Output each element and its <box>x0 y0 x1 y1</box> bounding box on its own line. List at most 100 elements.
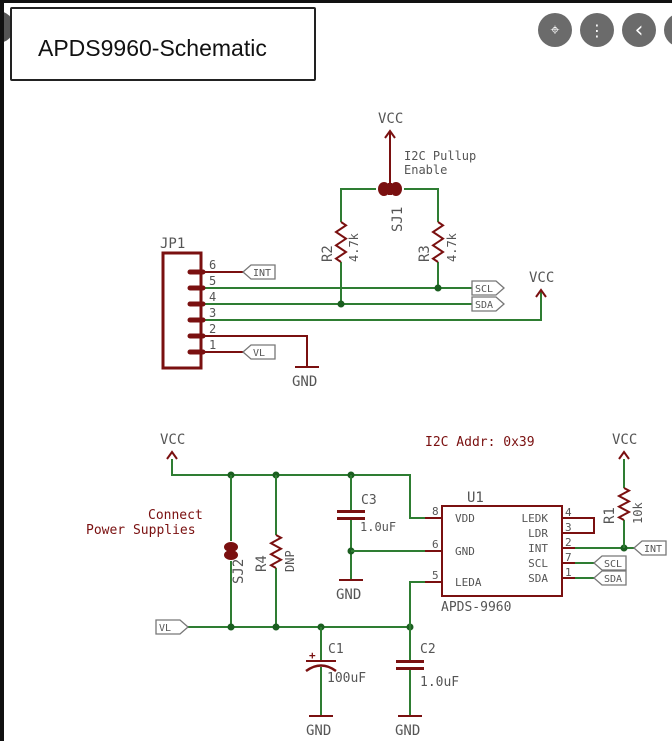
scl-tag-jp1 <box>471 280 505 296</box>
gnd-label-c3: GND <box>336 587 361 603</box>
c1-plus: + <box>309 649 316 662</box>
scl-tag-u1-text: SCL <box>604 559 622 570</box>
junction-dot <box>337 300 345 308</box>
lens-icon: ⌖ <box>550 20 560 39</box>
jp1-pin-number: 2 <box>209 322 216 336</box>
jp1-pin-number: 6 <box>209 258 216 272</box>
gnd-label-jp1: GND <box>292 374 317 390</box>
u1-pin-number: 2 <box>565 536 572 549</box>
ledk-ldr-loop <box>575 517 595 534</box>
u1-pin-number: 8 <box>432 505 439 518</box>
sj1-jumper-bridge <box>388 183 392 195</box>
vl-tag-jp1-text: VL <box>253 348 265 359</box>
chevron-left-icon: ‹ <box>634 17 644 43</box>
u1-pin-label: SDA <box>528 572 548 585</box>
vcc-label-jp1: VCC <box>529 270 554 286</box>
sj1-jumper-right <box>390 182 402 196</box>
r3-name: R3 <box>417 245 433 262</box>
r3-resistor <box>431 221 445 263</box>
gnd-label-c2: GND <box>395 723 420 739</box>
pullup-note-2: Enable <box>404 163 447 177</box>
int-tag-u1-text: INT <box>644 544 662 555</box>
sj2-label: SJ2 <box>231 559 247 584</box>
more-vert-icon: ⋮ <box>589 20 605 40</box>
components <box>155 129 667 717</box>
i2c-address-note: I2C Addr: 0x39 <box>425 435 535 450</box>
c1-value: 100uF <box>327 671 366 686</box>
u1-pin-label: LEDK <box>522 512 549 525</box>
jp1-pin-number: 3 <box>209 306 216 320</box>
vcc-arrow-icon <box>618 450 630 460</box>
junction-dot <box>272 623 280 631</box>
u1-pin-number: 1 <box>565 566 572 579</box>
wire-leda <box>409 581 425 627</box>
u1-pin-label: LEDA <box>455 576 482 589</box>
sda-tag-u1 <box>593 570 627 586</box>
lens-button[interactable]: ⌖ <box>538 13 572 47</box>
int-tag-u1 <box>633 540 667 556</box>
wire-r2-top <box>340 188 376 222</box>
c2-value: 1.0uF <box>420 675 459 690</box>
wires <box>171 188 634 716</box>
c2-capacitor-plate-bottom <box>396 667 424 670</box>
u1-pin-label: INT <box>528 542 548 555</box>
sda-tag-jp1 <box>471 296 505 312</box>
next-button[interactable] <box>664 13 672 47</box>
r2-value: 4.7k <box>347 232 361 262</box>
c3-name: C3 <box>361 493 377 508</box>
vcc-arrow-icon <box>166 450 178 460</box>
u1-pin-label: VDD <box>455 512 475 525</box>
gnd-label-c1: GND <box>306 723 331 739</box>
r2-resistor <box>334 221 348 263</box>
jp1-body <box>161 251 203 370</box>
junction-dot <box>227 623 235 631</box>
c3-capacitor-plate-top <box>337 510 365 513</box>
u1-pin-number: 6 <box>432 538 439 551</box>
junction-dot <box>434 284 442 292</box>
c3-capacitor-plate-bottom <box>337 517 365 520</box>
jp1-pin-number: 1 <box>209 338 216 352</box>
sj2-jumper-bottom <box>224 550 238 560</box>
c1-plate-curved <box>305 664 337 673</box>
vcc-label-r1: VCC <box>612 432 637 448</box>
title-box: APDS9960-Schematic <box>10 7 316 81</box>
wire-r3-top <box>404 188 439 222</box>
r1-name: R1 <box>602 507 618 524</box>
vcc-label-pullup: VCC <box>378 111 403 127</box>
scl-tag-u1 <box>593 555 627 571</box>
scl-tag-jp1-text: SCL <box>475 284 493 295</box>
vcc-arrow-icon <box>535 288 547 298</box>
u1-pin-label: GND <box>455 545 475 558</box>
r4-value: DNP <box>283 550 297 572</box>
r1-resistor <box>616 487 632 521</box>
int-tag-jp1-text: INT <box>253 268 271 279</box>
schematic-title: APDS9960-Schematic <box>38 35 267 61</box>
vl-tag-power-text: VL <box>159 623 171 634</box>
r4-name: R4 <box>254 555 270 572</box>
c1-name: C1 <box>328 642 344 657</box>
r2-name: R2 <box>320 245 336 262</box>
sda-tag-jp1-text: SDA <box>475 300 493 311</box>
r3-value: 4.7k <box>445 232 459 262</box>
c2-capacitor-plate-top <box>396 660 424 663</box>
u1-pin-number: 4 <box>565 506 572 519</box>
back-button[interactable]: ‹ <box>622 13 656 47</box>
r1-value: 10k <box>631 502 645 524</box>
wire-vcc-bus <box>171 459 425 519</box>
u1-pin-number: 5 <box>432 569 439 582</box>
prev-image-button[interactable] <box>4 11 14 43</box>
sj1-label: SJ1 <box>390 207 406 232</box>
u1-pin-label: SCL <box>528 557 548 570</box>
jp1-pin-number: 4 <box>209 290 216 304</box>
int-tag-jp1 <box>242 264 276 280</box>
power-note-2: Power Supplies <box>86 523 196 538</box>
sda-tag-u1-text: SDA <box>604 574 622 585</box>
sj2-jumper-top <box>224 542 238 552</box>
pullup-note: I2C Pullup <box>404 149 476 163</box>
wire-vcc-pin3 <box>203 292 542 321</box>
more-options-button[interactable]: ⋮ <box>580 13 614 47</box>
jp1-name: JP1 <box>160 236 185 252</box>
